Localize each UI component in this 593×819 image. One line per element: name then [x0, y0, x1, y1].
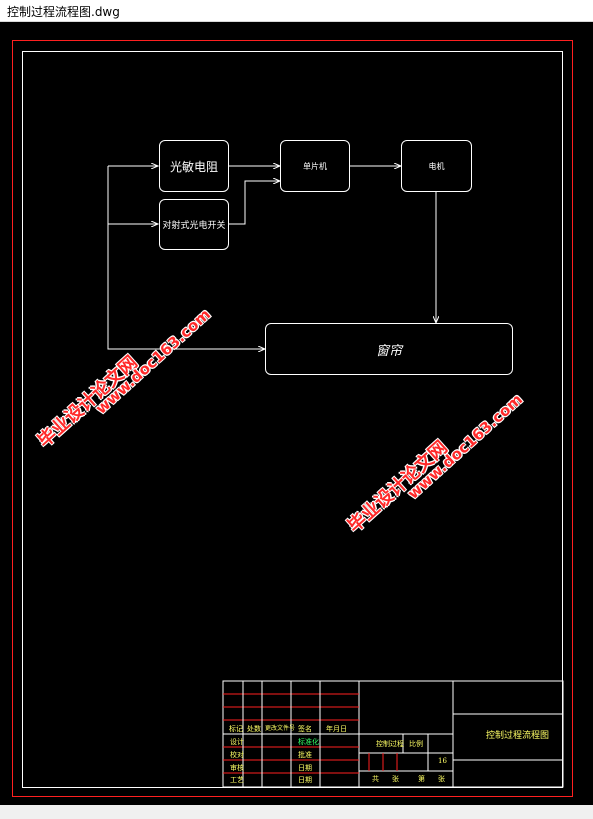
- bottom-strip: [0, 805, 593, 819]
- light-sensor-box[interactable]: 光敏电阻: [159, 140, 229, 192]
- tb-row-label-4: 审核: [230, 764, 244, 772]
- tb-sign-label-2: 年月日: [326, 725, 347, 733]
- drawing-canvas[interactable]: [0, 22, 593, 805]
- window-titlebar: 控制过程流程图.dwg: [0, 0, 593, 22]
- motor-label: 电机: [428, 161, 445, 171]
- tb-row-label-0: 标记: [229, 725, 243, 733]
- mcu-box[interactable]: 单片机: [280, 140, 350, 192]
- mcu-label: 单片机: [303, 161, 327, 171]
- tb-sheet-word-1: 共: [372, 775, 379, 783]
- tb-scale-label: 比例: [409, 740, 423, 748]
- arrow-switch-to-mcu: [229, 181, 280, 225]
- tb-sheet-word-4: 张: [438, 775, 445, 783]
- light-sensor-label: 光敏电阻: [169, 159, 218, 174]
- reflective-switch-box[interactable]: 对射式光电开关: [159, 199, 229, 250]
- tb-sign-label-0: 更改文件号: [265, 725, 296, 732]
- tb-row-label-1: 处数: [247, 725, 261, 733]
- window-title: 控制过程流程图.dwg: [7, 5, 120, 19]
- tb-row-label-2: 设计: [230, 738, 244, 746]
- tb-col-label-2: 日期: [298, 764, 312, 772]
- tb-col-label-1: 批准: [298, 751, 312, 759]
- left-trunk-line: [107, 166, 265, 349]
- tb-drawing-title: 控制过程流程图: [486, 731, 550, 741]
- tb-row-label-5: 工艺: [230, 776, 244, 784]
- curtain-label: 窗帘: [375, 343, 402, 359]
- drawing-frame-outer: [12, 40, 573, 797]
- tb-project-label: 控制过程: [376, 740, 404, 748]
- motor-box[interactable]: 电机: [401, 140, 472, 192]
- tb-col-label-3: 日期: [298, 776, 312, 784]
- tb-sheet-word-3: 第: [418, 775, 425, 783]
- tb-sheet-word-2: 张: [392, 775, 399, 783]
- tb-sign-label-1: 签名: [298, 725, 312, 733]
- tb-sheet-count: 16: [438, 757, 447, 765]
- curtain-box[interactable]: 窗帘: [265, 323, 513, 375]
- tb-row-label-3: 校对: [230, 751, 244, 759]
- tb-col-label-0: 标准化: [298, 738, 319, 746]
- reflective-switch-label: 对射式光电开关: [162, 221, 226, 231]
